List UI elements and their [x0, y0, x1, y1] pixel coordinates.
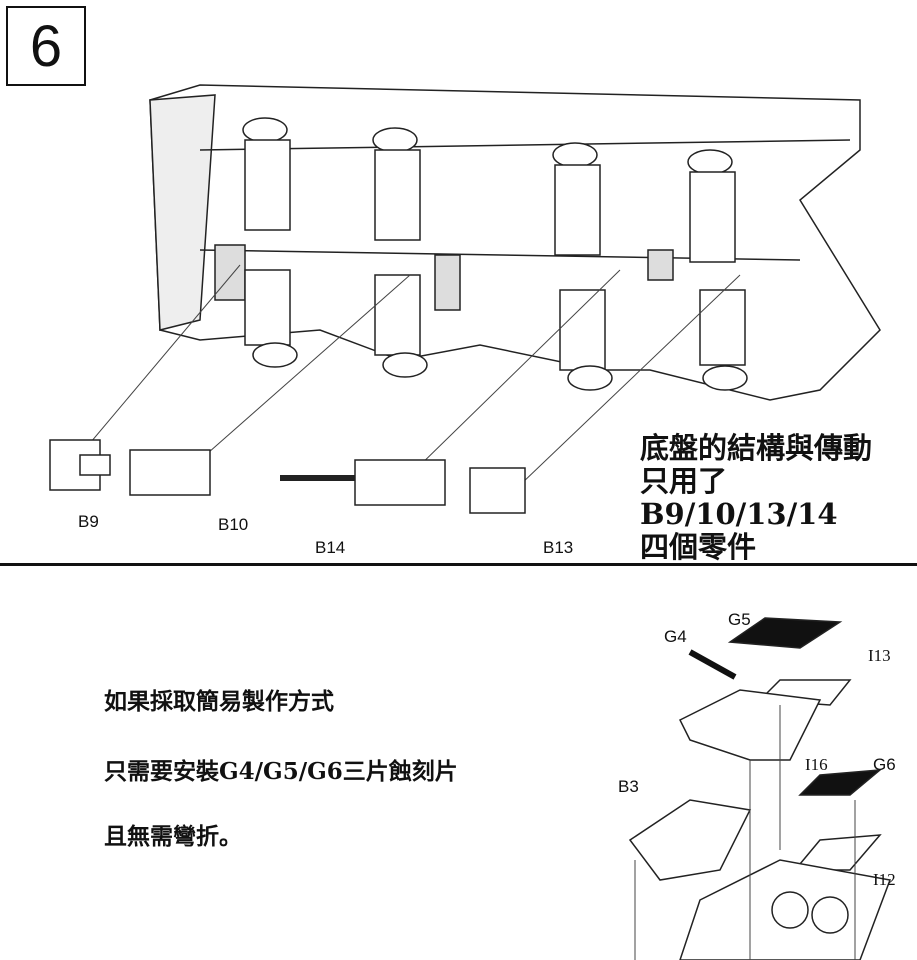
simple-build-note-line-2: 只需要安裝G4/G5/G6三片蝕刻片 [104, 758, 458, 785]
part-label-b9: B9 [78, 512, 99, 531]
part-label-i13: I13 [868, 646, 891, 665]
note-line: 底盤的結構與傳動 [640, 431, 873, 465]
part-label-i16: I16 [805, 755, 828, 774]
note-line: 四個零件 [640, 530, 757, 564]
chassis-note: 底盤的結構與傳動 只用了B9/10/13/14 四個零件 [640, 432, 917, 564]
part-label-b13: B13 [543, 538, 574, 557]
parts-bottom [628, 617, 892, 960]
section-divider [0, 563, 917, 566]
note-line: 只用了B9/10/13/14 [640, 464, 838, 531]
part-label-b14: B14 [315, 538, 346, 557]
part-label-i12: I12 [873, 870, 896, 889]
step-number-box: 6 [6, 6, 86, 86]
part-label-b10: B10 [218, 515, 249, 534]
suspension-units [242, 117, 748, 391]
step-number: 6 [29, 13, 63, 79]
part-label-g6: G6 [873, 755, 896, 774]
parts-b [49, 439, 526, 514]
part-label-b3: B3 [618, 777, 639, 796]
simple-build-note-line-1: 如果採取簡易製作方式 [104, 688, 334, 715]
leader-lines-bottom [634, 705, 856, 960]
part-label-g4: G4 [664, 627, 687, 646]
leader-lines [79, 264, 741, 486]
simple-build-note-line-3: 且無需彎折。 [104, 823, 242, 850]
part-label-g5: G5 [728, 610, 751, 629]
